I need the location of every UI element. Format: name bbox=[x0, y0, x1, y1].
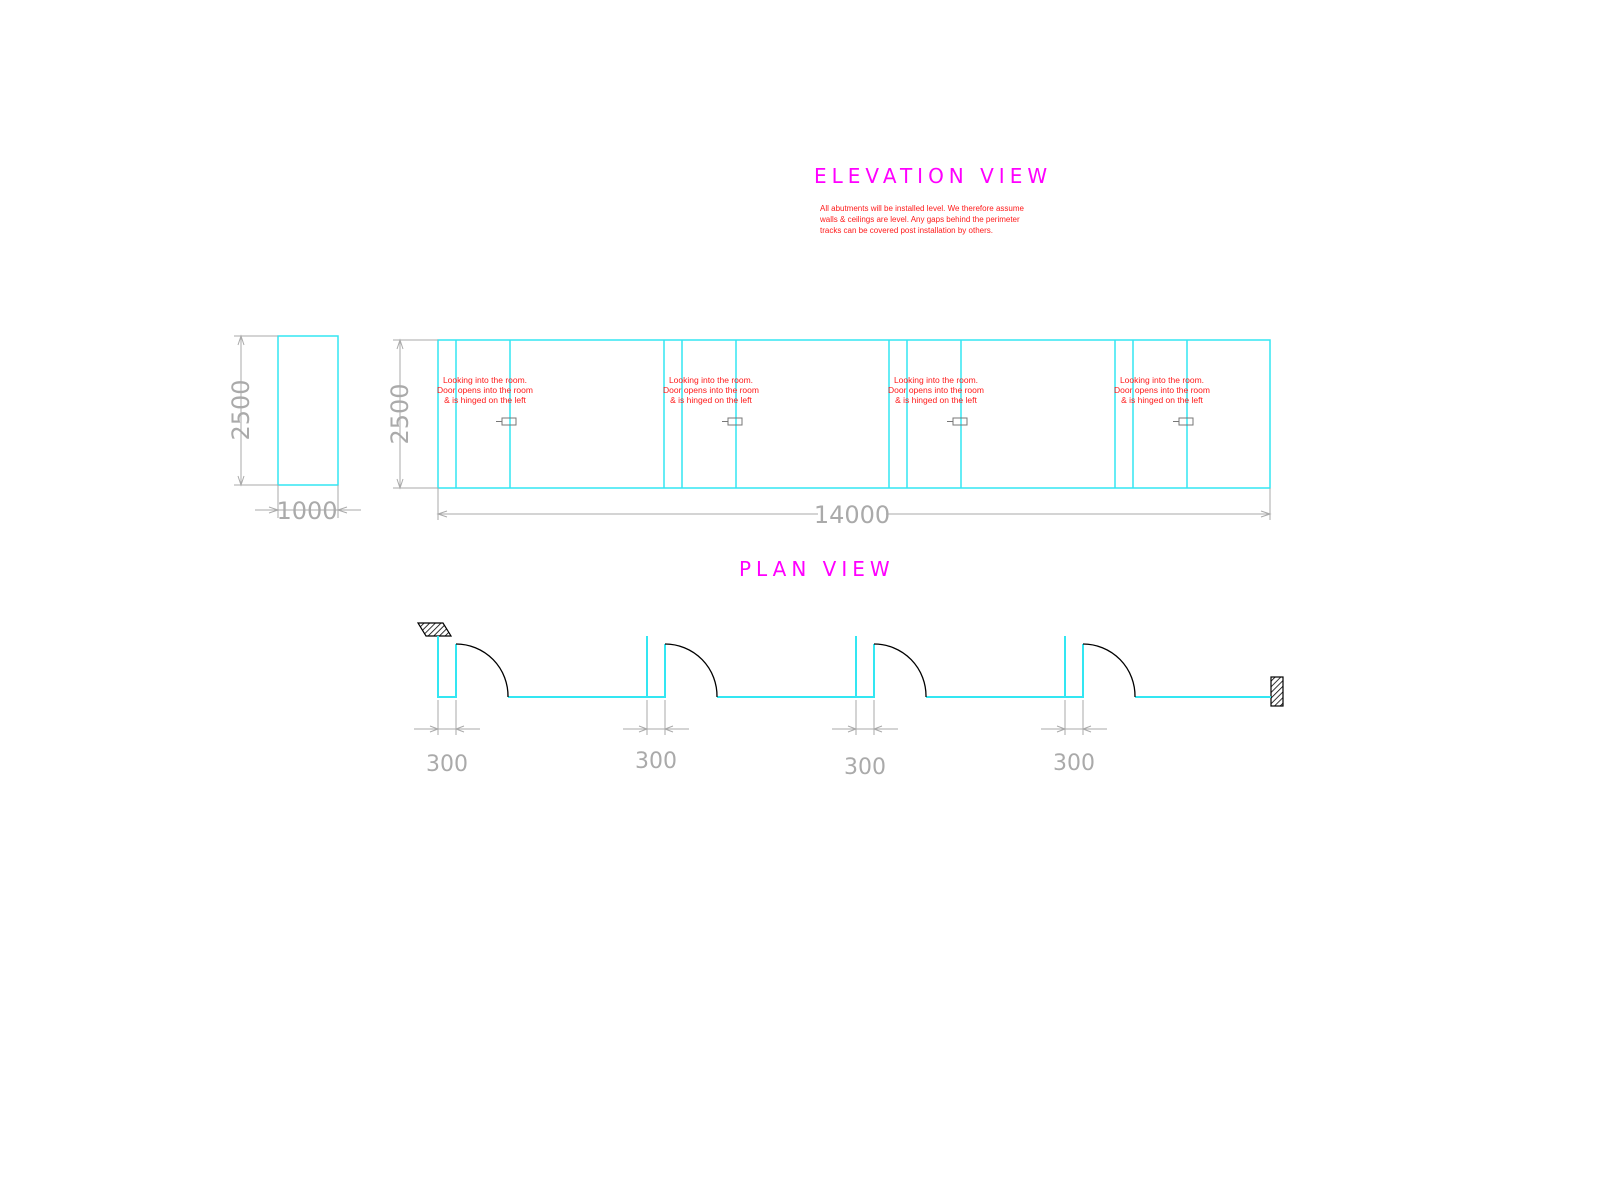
side-panel-outline bbox=[277, 335, 339, 486]
door-label-line: Door opens into the room bbox=[888, 385, 984, 395]
door-handle-icon bbox=[501, 417, 517, 426]
plan-view: 300 300 300 300 bbox=[414, 622, 1284, 780]
door-swing-arc bbox=[873, 643, 927, 698]
door-labels: Looking into the room.Door opens into th… bbox=[437, 375, 1210, 405]
elevation-note-line: tracks can be covered post installation … bbox=[820, 226, 993, 235]
door-offset-dimension: 300 bbox=[635, 749, 677, 774]
left-wall-hatch bbox=[416, 622, 453, 637]
plan-view-title: PLAN VIEW bbox=[739, 557, 895, 581]
door-offset-dimension-line bbox=[1041, 700, 1107, 735]
main-length-dimension: 14000 bbox=[814, 501, 890, 529]
right-wall-hatch bbox=[1270, 676, 1284, 707]
door-label-line: & is hinged on the left bbox=[1121, 395, 1203, 405]
elevation-note: All abutments will be installed level. W… bbox=[820, 203, 1060, 236]
door-offset-dimension-line bbox=[832, 700, 898, 735]
plan-partition-lines bbox=[437, 636, 1271, 698]
side-width-dimension: 1000 bbox=[276, 497, 337, 525]
elevation-note-line: walls & ceilings are level. Any gaps beh… bbox=[820, 215, 1020, 224]
door-swings bbox=[455, 643, 1136, 698]
door-label-line: & is hinged on the left bbox=[895, 395, 977, 405]
door-swing-arc bbox=[1082, 643, 1136, 698]
door-label-line: & is hinged on the left bbox=[670, 395, 752, 405]
door-label-line: Door opens into the room bbox=[663, 385, 759, 395]
door-label-line: Looking into the room. bbox=[443, 375, 527, 385]
door-label-line: Looking into the room. bbox=[894, 375, 978, 385]
door-offset-dimension-line bbox=[414, 700, 480, 735]
door-label-line: Looking into the room. bbox=[669, 375, 753, 385]
door-label-line: & is hinged on the left bbox=[444, 395, 526, 405]
elevation-note-line: All abutments will be installed level. W… bbox=[820, 204, 1024, 213]
side-width-dimension-line bbox=[255, 485, 361, 518]
door-offset-dimension: 300 bbox=[1053, 751, 1095, 776]
door-offset-dimension-line bbox=[623, 700, 689, 735]
door-handles bbox=[496, 417, 1194, 426]
main-height-dimension: 2500 bbox=[386, 383, 414, 444]
door-swing-arc bbox=[664, 643, 718, 698]
main-length-dimension-line bbox=[436, 488, 1272, 520]
door-offset-dimension: 300 bbox=[844, 755, 886, 780]
door-label-line: Looking into the room. bbox=[1120, 375, 1204, 385]
door-offset-dimension: 300 bbox=[426, 752, 468, 777]
door-handle-icon bbox=[1178, 417, 1194, 426]
elevation-view-title: ELEVATION VIEW bbox=[814, 164, 1053, 188]
elevation-panel-dividers bbox=[455, 340, 1188, 488]
side-elevation: 2500 1000 bbox=[227, 334, 361, 525]
main-height-dimension-line bbox=[393, 338, 438, 490]
plan-dimensions: 300 300 300 300 bbox=[414, 700, 1107, 780]
door-swing-arc bbox=[455, 643, 509, 698]
side-height-dimension-line bbox=[234, 334, 278, 487]
elevation-outline bbox=[437, 339, 1271, 489]
plan-partition-path bbox=[437, 636, 1271, 698]
door-label-line: Door opens into the room bbox=[437, 385, 533, 395]
door-handle-icon bbox=[727, 417, 743, 426]
door-label-line: Door opens into the room bbox=[1114, 385, 1210, 395]
main-elevation: Looking into the room.Door opens into th… bbox=[386, 338, 1272, 529]
side-height-dimension: 2500 bbox=[227, 379, 255, 440]
door-handle-icon bbox=[952, 417, 968, 426]
